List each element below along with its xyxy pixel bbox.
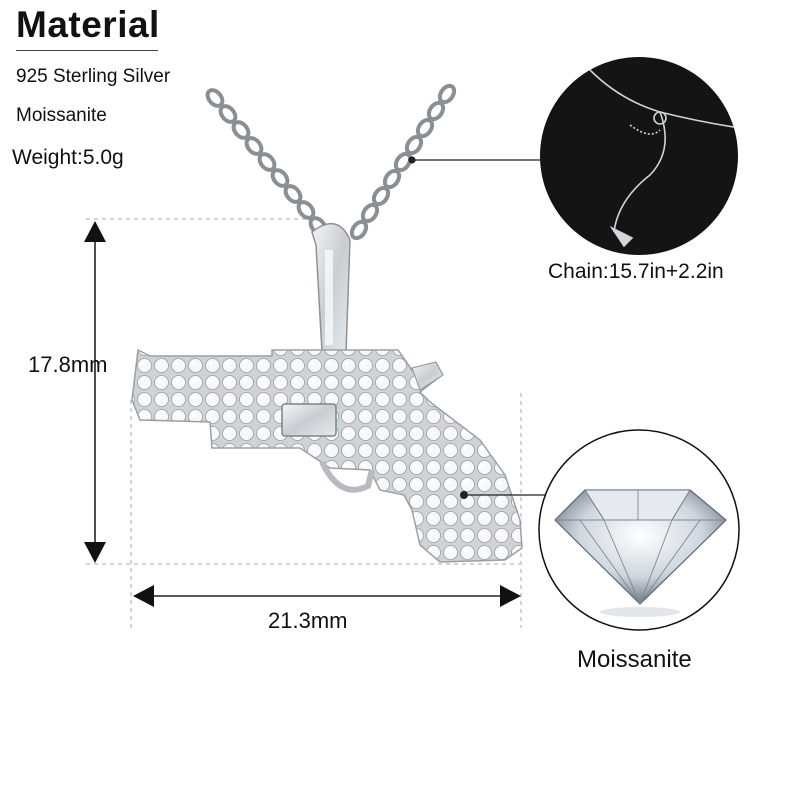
chain-length-label: Chain:15.7in+2.2in [548, 260, 724, 283]
dimension-guides [86, 218, 522, 628]
arrow-right-icon [500, 585, 521, 607]
arrow-left-icon [133, 585, 154, 607]
callout-lines [408, 156, 545, 496]
revolver-pendant-icon [131, 223, 523, 563]
arrow-up-icon [84, 221, 106, 242]
height-arrow [84, 221, 106, 563]
moissanite-gem-icon [538, 429, 740, 631]
necklace-chain [205, 83, 457, 241]
title-divider [16, 50, 158, 51]
arrow-down-icon [84, 542, 106, 563]
spec-weight: Weight:5.0g [12, 146, 124, 169]
height-dimension-label: 17.8mm [28, 352, 108, 377]
width-arrow [133, 585, 521, 607]
stone-type-label: Moissanite [577, 646, 692, 673]
width-dimension-label: 21.3mm [268, 608, 348, 633]
spec-material-stone: Moissanite [16, 105, 107, 126]
page-title: Material [16, 4, 160, 45]
chain-detail-icon [540, 57, 738, 255]
spec-material-metal: 925 Sterling Silver [16, 66, 171, 87]
